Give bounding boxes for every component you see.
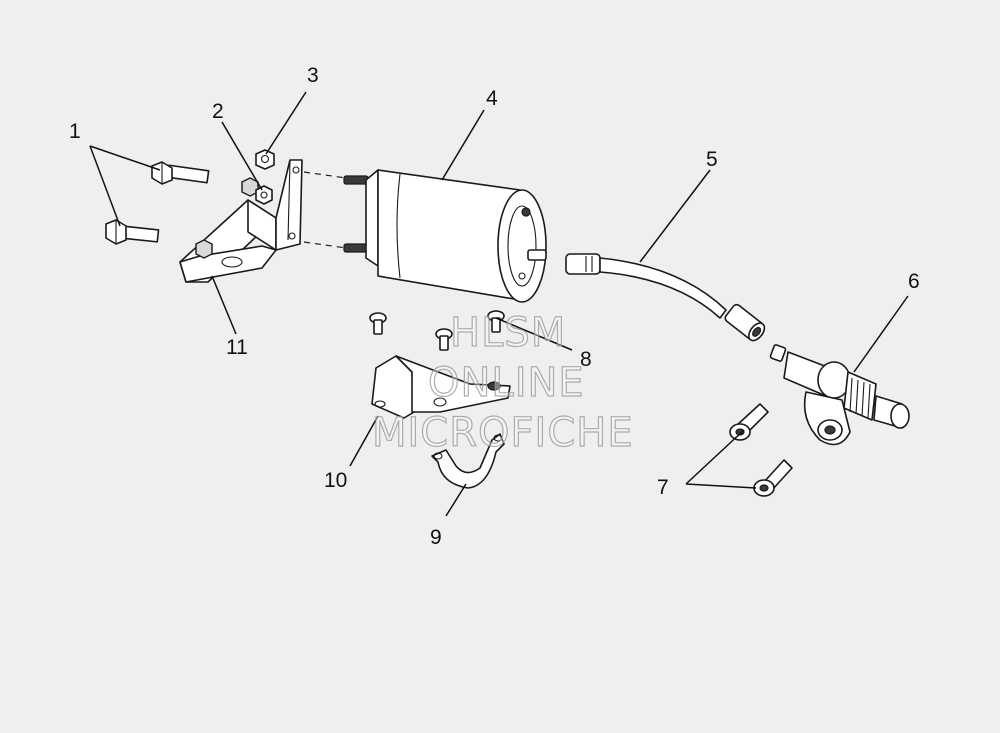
watermark-line-2: ONLINE (428, 360, 585, 406)
callout-8: 8 (580, 348, 592, 371)
callout-5: 5 (706, 148, 718, 171)
part-1-bolts (105, 161, 210, 245)
watermark-line-3: MICROFICHE (372, 410, 634, 456)
watermark-line-1: HLSM (450, 310, 566, 356)
part-10-bracket (371, 355, 511, 419)
callout-10: 10 (324, 469, 347, 492)
screw-a (369, 312, 387, 335)
leader-lines (89, 91, 909, 517)
bolt-upper (151, 161, 210, 185)
callout-11: 11 (226, 336, 248, 359)
callout-9: 9 (430, 526, 442, 549)
callout-7: 7 (657, 476, 669, 499)
part-11-bracket (179, 159, 303, 283)
callouts: 1 2 3 4 5 6 7 8 9 10 11 (69, 64, 920, 549)
part-2-nut (255, 185, 273, 205)
screw-c (487, 310, 505, 333)
part-9-clamp (431, 433, 505, 489)
part-5-drive-cable (565, 253, 766, 342)
part-8-small-screws (369, 310, 505, 351)
callout-4: 4 (486, 87, 498, 110)
part-4-starter-motor (343, 169, 547, 303)
part-7-screws (729, 403, 793, 497)
part-6-pinion-drive (769, 344, 910, 446)
screw-b (435, 328, 453, 351)
callout-3: 3 (307, 64, 319, 87)
callout-1: 1 (69, 120, 81, 143)
screw-lower (753, 459, 793, 497)
watermark: HLSM ONLINE MICROFICHE (371, 309, 634, 456)
part-3-nut (255, 149, 275, 170)
screw-upper (729, 403, 769, 441)
callout-6: 6 (908, 270, 920, 293)
callout-2: 2 (212, 100, 224, 123)
bolt-lower (105, 219, 160, 245)
